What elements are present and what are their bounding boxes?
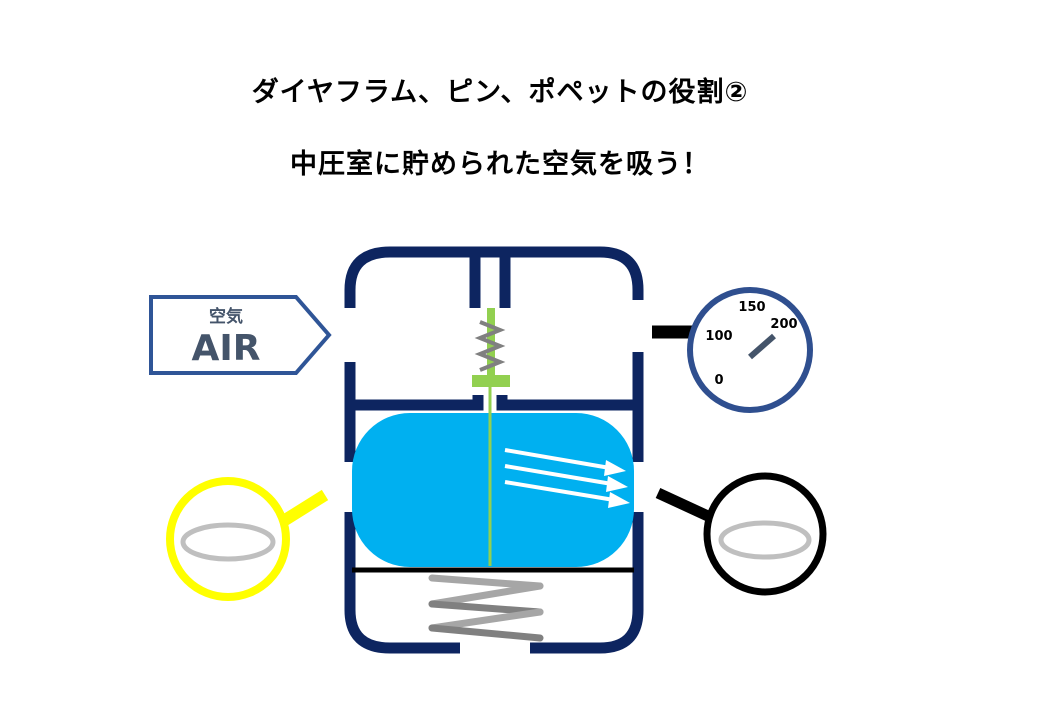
gauge-tick-0: 0	[714, 373, 723, 388]
diaphragm-chamber	[352, 413, 634, 567]
main-spring	[428, 574, 544, 642]
title-line-2: 中圧室に貯められた空気を吸う！	[290, 149, 710, 180]
right-magnifier	[655, 472, 827, 596]
title-line-1: ダイヤフラム、ピン、ポペットの役割②	[251, 77, 749, 108]
gauge-tick-200: 200	[770, 317, 797, 332]
gauge-tick-100: 100	[705, 329, 732, 344]
gauge-tick-150: 150	[738, 300, 765, 315]
gauge-needle	[748, 333, 776, 360]
air-label-latin: AIR	[192, 328, 261, 369]
poppet-spring	[474, 320, 506, 372]
pressure-gauge: 150 200 100 0	[652, 287, 813, 413]
right-oring	[718, 520, 812, 560]
air-input-arrow: 空気 AIR	[149, 295, 332, 375]
poppet-head	[472, 375, 510, 387]
chamber-frame	[344, 246, 644, 654]
left-oring	[180, 522, 276, 562]
air-label-kanji: 空気	[209, 306, 243, 327]
pin-poppet	[472, 308, 510, 566]
left-magnifier	[166, 477, 329, 601]
airflow-arrows	[504, 448, 630, 508]
